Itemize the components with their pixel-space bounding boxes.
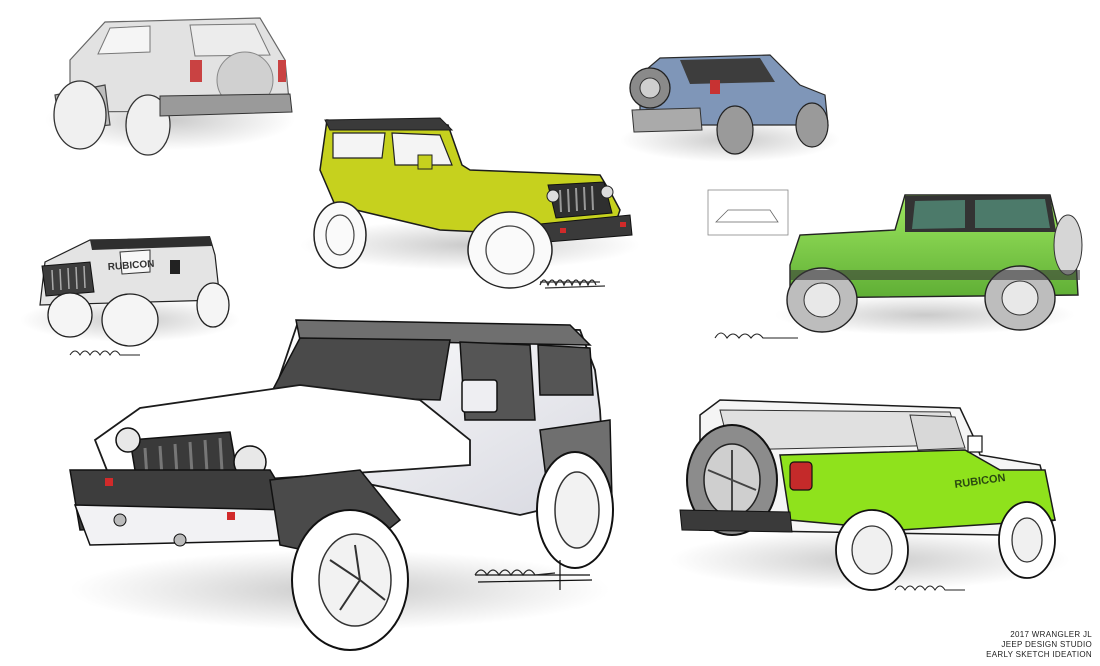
signature-scribble-5 [894, 585, 965, 591]
sketch-lime-rear: RUBICON [670, 399, 1070, 591]
signature-scribble-2 [69, 350, 140, 356]
sketch-green-side [707, 189, 1083, 335]
sketch-white-hero-front [69, 319, 614, 651]
signature-scribble-4 [474, 569, 556, 577]
svg-text:RUBICON: RUBICON [107, 259, 154, 273]
signature-scribble-1 [539, 279, 597, 287]
sheet-caption: 2017 WRANGLER JL JEEP DESIGN STUDIO EARL… [986, 630, 1092, 660]
sketch-blue-rear [620, 54, 840, 162]
caption-line-3: EARLY SKETCH IDEATION [986, 650, 1092, 659]
sketch-gray-rubicon-front: RUBICON [20, 236, 240, 347]
sketch-rear-gray-suv [45, 17, 295, 156]
caption-line-2: JEEP DESIGN STUDIO [1001, 640, 1092, 649]
signature-scribble-3 [714, 332, 798, 339]
caption-line-1: 2017 WRANGLER JL [1010, 630, 1092, 639]
sketch-yellow-green-front [300, 117, 640, 289]
